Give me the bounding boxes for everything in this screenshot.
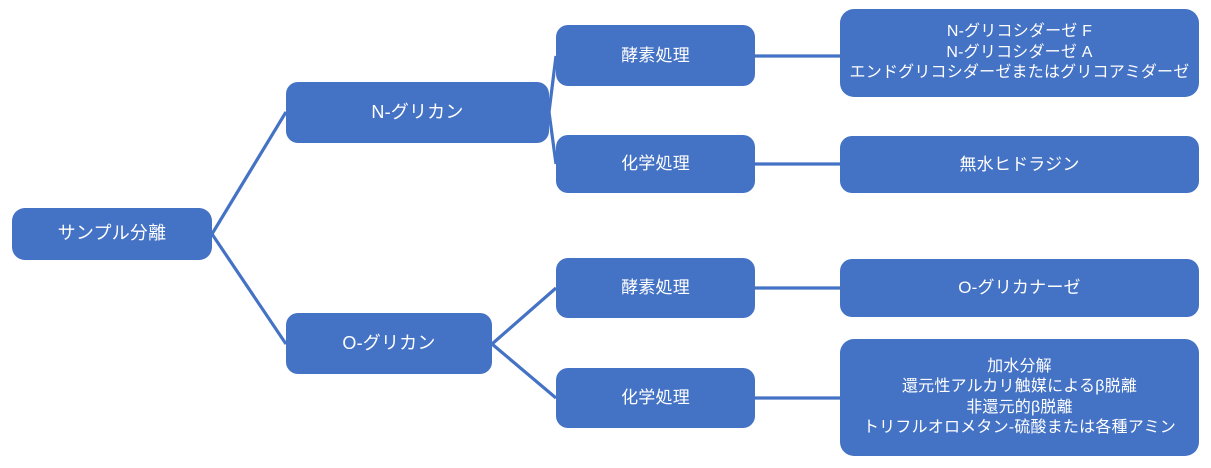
node-n-enzymatic-reagents[interactable]: N-グリコシダーゼ F N-グリコシダーゼ A エンドグリコシダーゼまたはグリコ…: [840, 9, 1199, 97]
node-o-chemical-treatment[interactable]: 化学処理: [556, 368, 755, 428]
node-n-chemical-treatment-label: 化学処理: [621, 154, 690, 174]
node-o-enzymatic-reagents[interactable]: O-グリカナーゼ: [840, 259, 1199, 317]
node-n-glycan[interactable]: N-グリカン: [286, 82, 549, 143]
node-o-enzymatic-reagents-label: O-グリカナーゼ: [958, 278, 1081, 298]
node-n-chemical-reagents-label: 無水ヒドラジン: [959, 154, 1080, 174]
node-o-enzymatic-treatment[interactable]: 酵素処理: [556, 258, 755, 318]
edge-nglycan-to-chemical: [547, 111, 558, 165]
node-sample-separation-label: サンプル分離: [57, 223, 167, 244]
node-o-chemical-treatment-label: 化学処理: [621, 388, 690, 408]
edge-oglycan-to-enzyme: [490, 286, 558, 346]
edge-sample-to-oglycan: [210, 233, 288, 345]
node-n-chemical-reagents[interactable]: 無水ヒドラジン: [840, 136, 1199, 193]
node-n-enzymatic-treatment[interactable]: 酵素処理: [556, 25, 755, 86]
node-n-enzymatic-treatment-label: 酵素処理: [621, 45, 690, 65]
edge-oglycan-to-chemical: [490, 342, 558, 400]
node-sample-separation[interactable]: サンプル分離: [12, 208, 212, 260]
node-o-enzymatic-treatment-label: 酵素処理: [621, 278, 690, 298]
node-o-glycan[interactable]: O-グリカン: [286, 313, 492, 374]
node-n-chemical-treatment[interactable]: 化学処理: [556, 135, 755, 193]
edge-sample-to-nglycan: [210, 111, 288, 235]
node-o-chemical-reagents[interactable]: 加水分解 還元性アルカリ触媒によるβ脱離 非還元的β脱離 トリフルオロメタン-硫…: [840, 339, 1199, 456]
node-o-glycan-label: O-グリカン: [342, 332, 436, 353]
node-n-glycan-label: N-グリカン: [371, 101, 464, 122]
node-n-enzymatic-reagents-label: N-グリコシダーゼ F N-グリコシダーゼ A エンドグリコシダーゼまたはグリコ…: [849, 23, 1190, 82]
edge-nglycan-to-enzyme: [547, 55, 558, 113]
node-o-chemical-reagents-label: 加水分解 還元性アルカリ触媒によるβ脱離 非還元的β脱離 トリフルオロメタン-硫…: [862, 357, 1176, 436]
